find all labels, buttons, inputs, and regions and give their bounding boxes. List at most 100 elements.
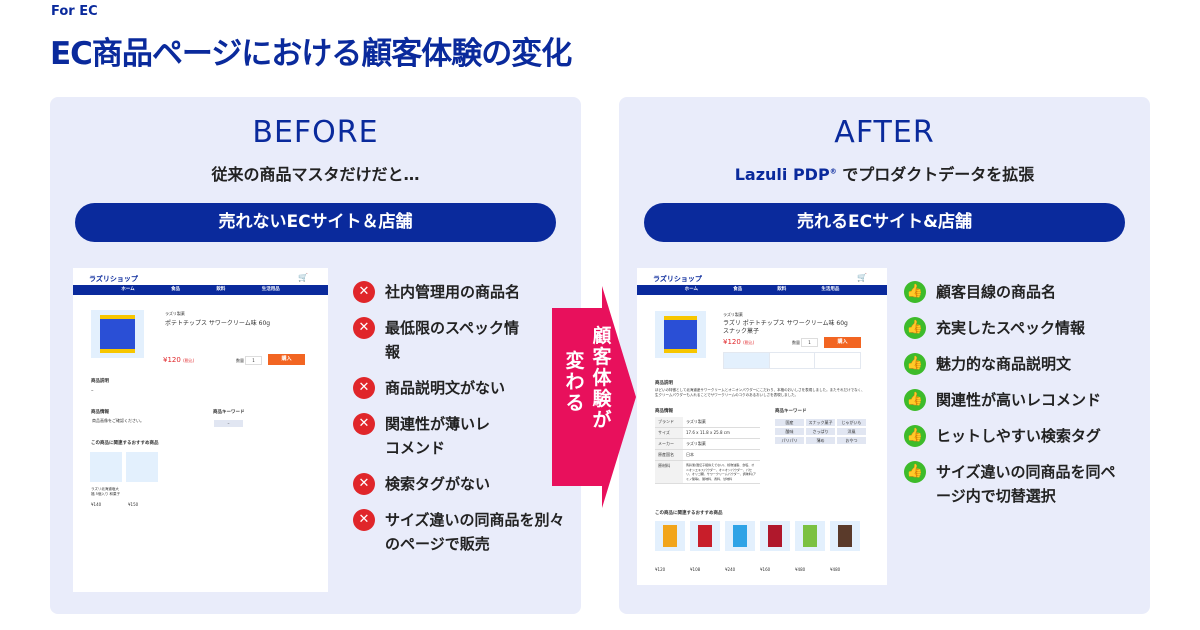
- kw-tag[interactable]: 酸味: [775, 428, 804, 435]
- kw-tag[interactable]: じゃがいも: [837, 419, 866, 426]
- point: 👍 充実したスペック情報: [904, 316, 1116, 340]
- qty-select[interactable]: 1: [801, 338, 818, 347]
- rec-price: ¥108: [690, 567, 701, 572]
- product-image: [655, 311, 706, 358]
- shop-nav: ホーム 食品 飲料 生活用品: [73, 285, 328, 295]
- spec-key: 原産国名: [655, 449, 683, 461]
- buy-button[interactable]: 購入: [268, 354, 305, 365]
- info-heading: 商品情報: [91, 410, 109, 415]
- spec-value: ラズリ製菓: [683, 438, 760, 450]
- before-pill: 売れないECサイト＆店舗: [75, 203, 556, 242]
- point: 👍 ヒットしやすい検索タグ: [904, 424, 1116, 448]
- tax: (税込): [743, 340, 755, 345]
- page-title: EC商品ページにおける顧客体験の変化: [50, 36, 572, 72]
- rec-price: ¥140: [91, 502, 102, 507]
- nav-food: 食品: [170, 287, 180, 292]
- point-text: 関連性が薄いレコメンド: [385, 415, 491, 457]
- point: 👍 顧客目線の商品名: [904, 280, 1116, 304]
- spec-value: ラズリ製菓: [683, 417, 760, 428]
- rec-image[interactable]: [795, 521, 825, 551]
- product-category: スナック菓子: [723, 328, 760, 335]
- spec-value: 日本: [683, 449, 760, 461]
- kw-tag[interactable]: 洋風: [837, 428, 866, 435]
- buy-button[interactable]: 購入: [824, 337, 861, 348]
- kw-tag[interactable]: 薄め: [806, 437, 835, 444]
- nav-food: 食品: [733, 287, 743, 292]
- desc-heading: 商品説明: [655, 381, 673, 386]
- kw-tag[interactable]: パリパリ: [775, 437, 804, 444]
- spec-value: 馬鈴薯(遺伝子組換えでない)、植物油脂、食塩、オニオンエキスパウダー、オニオンパ…: [683, 460, 760, 484]
- point-text: 商品説明文がない: [385, 379, 506, 397]
- kw-tag[interactable]: スナック菓子: [806, 419, 835, 426]
- rec-image[interactable]: [126, 452, 158, 482]
- price: ¥120 (税込): [163, 356, 194, 364]
- kw-heading: 商品キーワード: [213, 410, 245, 415]
- kw-tag[interactable]: –: [214, 420, 243, 427]
- kw-tag[interactable]: 国産: [775, 419, 804, 426]
- point: ✕ 関連性が薄いレコメンド: [353, 412, 565, 460]
- point-text: 魅力的な商品説明文: [936, 355, 1072, 373]
- rec-price: ¥480: [795, 567, 806, 572]
- spec-key: サイズ: [655, 427, 683, 439]
- shop-nav: ホーム食品飲料生活用品: [637, 285, 887, 295]
- before-points: ✕社内管理用の商品名 ✕最低限のスペック情報 ✕商品説明文がない ✕関連性が薄い…: [353, 280, 565, 568]
- point-text: ヒットしやすい検索タグ: [936, 427, 1101, 445]
- before-heading: BEFORE: [252, 115, 379, 150]
- x-icon: ✕: [353, 509, 375, 531]
- rec-price: ¥150: [128, 502, 139, 507]
- info: 商品画像をご確認ください。: [92, 418, 144, 423]
- qty-label: 数量: [236, 358, 244, 363]
- shop-name: ラズリショップ: [653, 275, 702, 283]
- rec-image[interactable]: [760, 521, 790, 551]
- size-variant-selector[interactable]: [723, 352, 861, 369]
- registered-mark: ®: [829, 167, 837, 176]
- nav-home: ホーム: [121, 287, 135, 292]
- kw-tag[interactable]: さっぱり: [806, 428, 835, 435]
- rec-price: ¥240: [725, 567, 736, 572]
- point-text: 検索タグがない: [385, 475, 491, 493]
- thumbs-up-icon: 👍: [904, 461, 926, 483]
- rec-heading: この商品に関連するおすすめ商品: [655, 511, 723, 516]
- change-arrow: 顧客体験が 変わる: [552, 286, 636, 508]
- before-subtitle: 従来の商品マスタだけだと…: [211, 165, 420, 184]
- rec-price: ¥120: [655, 567, 666, 572]
- x-icon: ✕: [353, 281, 375, 303]
- after-points: 👍 顧客目線の商品名 👍 充実したスペック情報 👍 魅力的な商品説明文 👍関連性が高い…: [904, 280, 1116, 520]
- thumbs-up-icon: 👍: [904, 281, 926, 303]
- spec-key: 原材料: [655, 460, 683, 484]
- qty-select[interactable]: 1: [245, 356, 262, 365]
- point-text: 充実したスペック情報: [936, 319, 1085, 337]
- shop-name: ラズリショップ: [89, 275, 138, 283]
- thumbs-up-icon: 👍: [904, 353, 926, 375]
- kw-tag[interactable]: おやつ: [837, 437, 866, 444]
- point: ✕ サイズ違いの同商品を別々のページで販売: [353, 508, 565, 556]
- rec-image[interactable]: [90, 452, 122, 482]
- lazuli-pdp-logo: Lazuli PDP: [734, 165, 830, 184]
- x-icon: ✕: [353, 317, 375, 339]
- rec-image[interactable]: [830, 521, 860, 551]
- maker: ラズリ製菓: [165, 311, 185, 316]
- subtitle-text: でプロダクトデータを拡張: [842, 165, 1035, 184]
- price-value: ¥120: [163, 356, 181, 364]
- price: ¥120 (税込): [723, 338, 754, 346]
- arrow-text-2: 変わる: [565, 350, 585, 414]
- point: 👍サイズ違いの同商品を同ページ内で切替選択: [904, 460, 1116, 508]
- before-panel: BEFORE 従来の商品マスタだけだと… 売れないECサイト＆店舗 ラズリショッ…: [50, 97, 581, 614]
- point-text: サイズ違いの同商品を別々のページで販売: [385, 511, 565, 553]
- nav-drink: 飲料: [216, 287, 226, 292]
- nav-home: ホーム: [684, 287, 698, 292]
- thumbs-up-icon: 👍: [904, 425, 926, 447]
- point-text: 顧客目線の商品名: [936, 283, 1057, 301]
- nav-daily: 生活用品: [261, 287, 280, 292]
- x-icon: ✕: [353, 413, 375, 435]
- point-text: 最低限のスペック情報: [385, 319, 519, 361]
- point: 👍関連性が高いレコメンド: [904, 388, 1116, 412]
- rec-image[interactable]: [690, 521, 720, 551]
- rec-image[interactable]: [725, 521, 755, 551]
- thumbs-up-icon: 👍: [904, 317, 926, 339]
- after-shop-mockup: ラズリショップ 🛒 ホーム食品飲料生活用品 ラズリ製菓 ラズリ ポテトチップス …: [637, 268, 887, 585]
- x-icon: ✕: [353, 377, 375, 399]
- rec-image[interactable]: [655, 521, 685, 551]
- after-panel: AFTER Lazuli PDP® でプロダクトデータを拡張 売れるECサイト&…: [619, 97, 1150, 614]
